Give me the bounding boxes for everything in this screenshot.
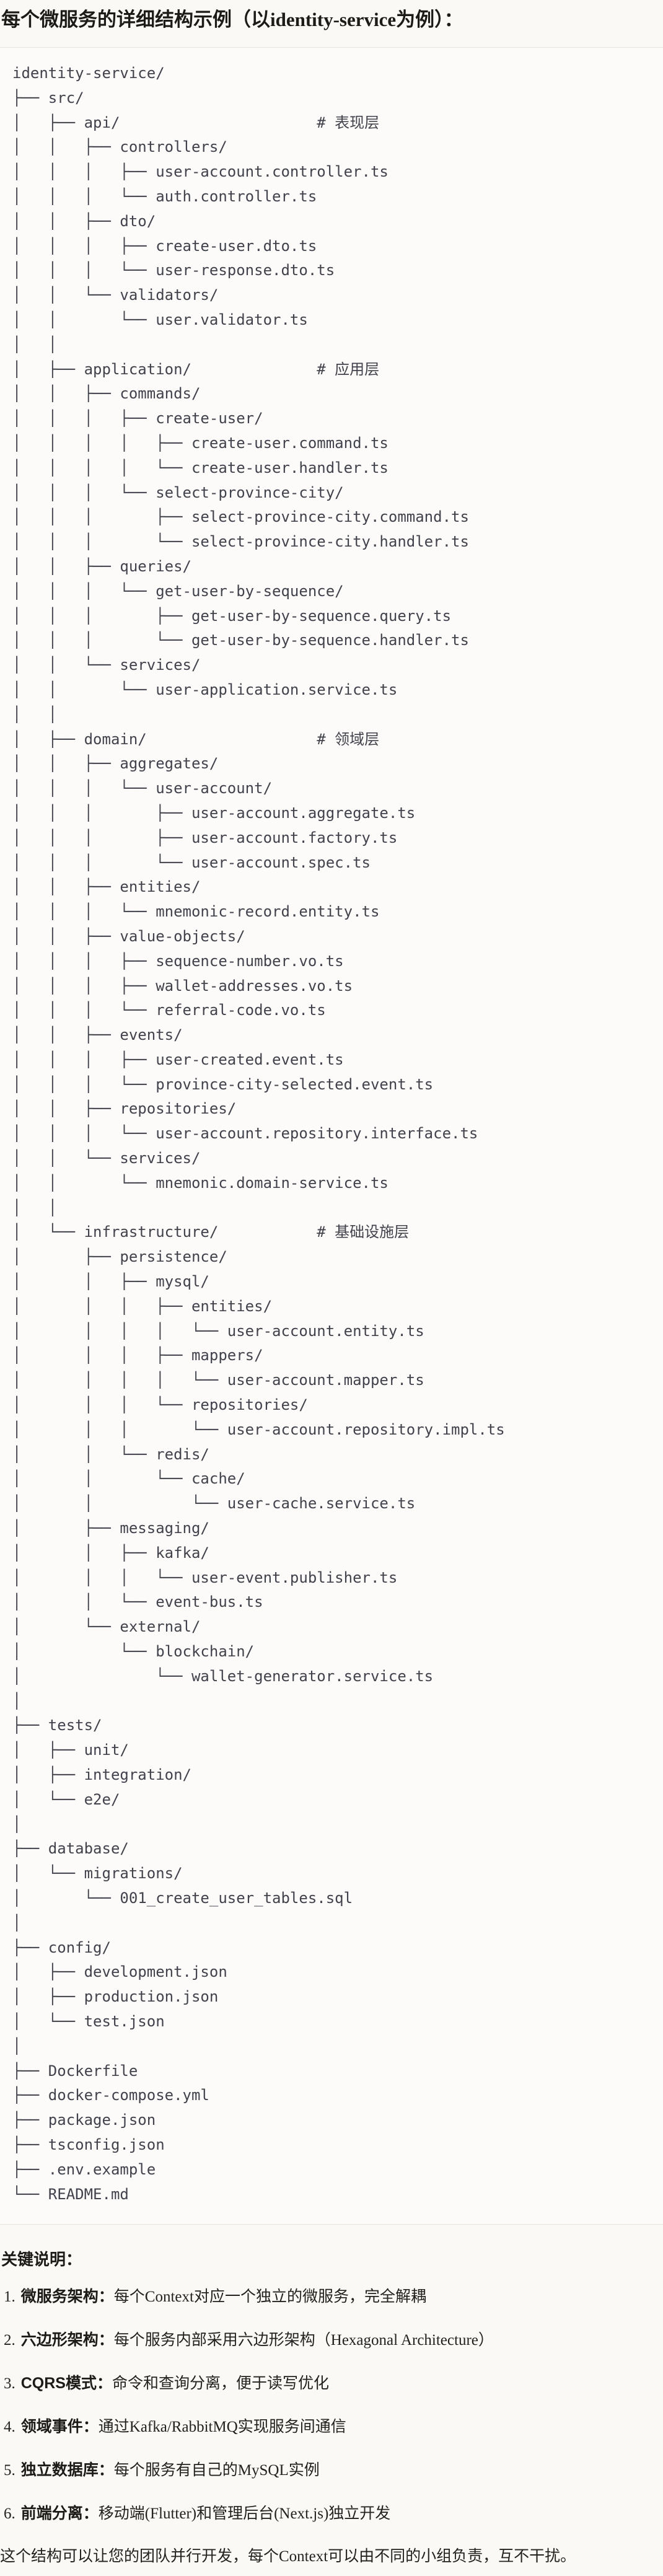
note-number: 3. <box>4 2375 15 2393</box>
note-colon: ： <box>98 2288 114 2306</box>
note-colon: ： <box>82 2505 99 2523</box>
note-item-hexagonal: 2. 六边形架构：每个服务内部采用六边形架构（Hexagonal Architec… <box>4 2329 663 2351</box>
note-term: 前端分离 <box>20 2505 83 2523</box>
note-number: 5. <box>4 2462 15 2479</box>
note-term: CQRS模式 <box>20 2375 97 2393</box>
note-desc: 命令和查询分离，便于读写优化 <box>112 2375 330 2393</box>
note-term: 六边形架构 <box>20 2331 99 2349</box>
note-desc: 通过Kafka/RabbitMQ实现服务间通信 <box>98 2419 346 2436</box>
note-number: 2. <box>4 2332 15 2349</box>
note-colon: ： <box>98 2331 114 2349</box>
note-item-domain-events: 4. 领域事件：通过Kafka/RabbitMQ实现服务间通信 <box>4 2416 663 2438</box>
note-number: 4. <box>4 2419 15 2436</box>
page-title: 每个微服务的详细结构示例（以identity-service为例）： <box>1 9 463 30</box>
note-term: 微服务架构 <box>20 2288 99 2306</box>
note-colon: ： <box>82 2418 99 2436</box>
note-item-frontend-split: 6. 前端分离：移动端(Flutter)和管理后台(Next.js)独立开发 <box>4 2503 663 2525</box>
note-number: 1. <box>4 2288 15 2306</box>
note-colon: ： <box>98 2461 114 2479</box>
note-item-microservices: 1. 微服务架构：每个Context对应一个独立的微服务，完全解耦 <box>4 2286 663 2308</box>
note-term: 独立数据库 <box>20 2461 99 2479</box>
note-number: 6. <box>4 2505 15 2523</box>
note-desc: 每个服务有自己的MySQL实例 <box>113 2462 320 2479</box>
note-item-independent-db: 5. 独立数据库：每个服务有自己的MySQL实例 <box>4 2460 663 2481</box>
directory-tree: identity-service/ ├── src/ │ ├── api/ # … <box>12 64 505 2203</box>
closing-paragraph: 这个结构可以让您的团队并行开发，每个Context可以由不同的小组负责，互不干扰… <box>0 2548 576 2565</box>
note-desc: 每个Context对应一个独立的微服务，完全解耦 <box>113 2288 426 2306</box>
directory-tree-block: identity-service/ ├── src/ │ ├── api/ # … <box>0 47 663 2225</box>
note-desc: 每个服务内部采用六边形架构（Hexagonal Architecture） <box>113 2332 494 2349</box>
notes-list: 1.微服务架构：每个Context对应一个独立的微服务，完全解耦 2.六边形架构… <box>0 2286 663 2525</box>
note-item-cqrs: 3. CQRS模式：命令和查询分离，便于读写优化 <box>4 2373 663 2394</box>
note-term: 领域事件 <box>20 2418 83 2436</box>
note-desc: 移动端(Flutter)和管理后台(Next.js)独立开发 <box>98 2505 391 2523</box>
notes-heading: 关键说明： <box>1 2250 82 2269</box>
note-colon: ： <box>96 2375 112 2393</box>
